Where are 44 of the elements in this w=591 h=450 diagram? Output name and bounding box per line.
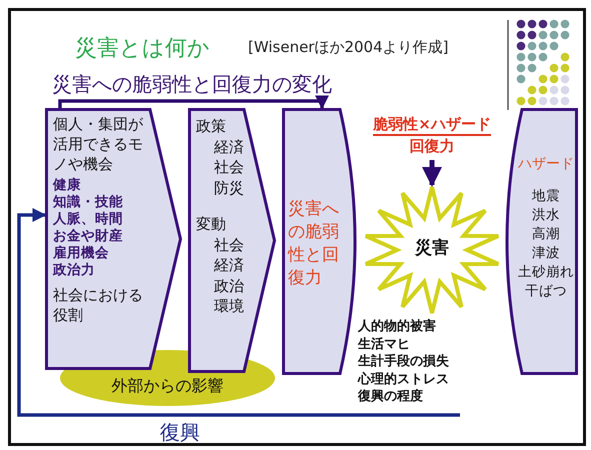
ellipse-label: 外部からの影響 bbox=[112, 376, 224, 396]
panel-text: 変動 bbox=[196, 214, 226, 234]
impact-text: 心理的ストレス bbox=[358, 370, 449, 388]
citation-note: [Wisenerほか2004より作成] bbox=[248, 38, 448, 57]
panel-text: 政策 bbox=[196, 116, 226, 136]
panel-text: 社会における役割 bbox=[53, 285, 144, 325]
panel-text: 洪水 bbox=[532, 206, 560, 225]
panel-text: 高潮 bbox=[532, 225, 560, 244]
edge-label: 復興 bbox=[160, 420, 200, 444]
panel-text: 津波 bbox=[532, 244, 560, 263]
impact-text: 生活マヒ bbox=[358, 336, 410, 352]
chevron-panel bbox=[188, 108, 276, 373]
panel-text: 政治力 bbox=[53, 262, 95, 279]
panel-text: 社会 bbox=[214, 157, 244, 178]
panel-text: お金や財産 bbox=[53, 228, 123, 245]
impact-text: 生計手段の損失 bbox=[358, 353, 449, 370]
formula-text: 脆弱性×ハザード bbox=[373, 114, 491, 136]
panel-text: 防災 bbox=[214, 178, 244, 198]
formula-text: 回復力 bbox=[410, 136, 454, 156]
edge-label: 災害への脆弱性と回復力の変化 bbox=[52, 72, 332, 96]
impact-text: 復興の程度 bbox=[358, 388, 423, 405]
panel-text: 社会 bbox=[214, 234, 244, 255]
panel-text: 地震 bbox=[532, 187, 560, 206]
panel-text: 雇用機会 bbox=[53, 245, 109, 262]
starburst bbox=[362, 185, 502, 315]
arrow bbox=[17, 208, 460, 417]
arrow bbox=[58, 95, 329, 110]
panel-text: 経済 bbox=[214, 136, 244, 157]
panel-text: 政治 bbox=[214, 276, 244, 296]
panel-text: 土砂崩れ bbox=[518, 263, 574, 282]
panel-text: 知識・技能 bbox=[53, 194, 123, 211]
arrow bbox=[422, 160, 442, 187]
burst-label: 災害 bbox=[415, 237, 449, 259]
chevron-panel bbox=[45, 108, 182, 370]
panel-text: 経済 bbox=[214, 255, 244, 276]
title: 災害とは何か bbox=[75, 35, 210, 63]
panel-text: 干ばつ bbox=[525, 282, 567, 301]
impact-text: 人的物的被害 bbox=[358, 318, 436, 335]
panel-text: ハザード bbox=[518, 155, 574, 174]
panel-text: 災害への脆弱性と回復力 bbox=[288, 198, 340, 290]
panel-text: 個人・集団が活用できるモノや機会 bbox=[53, 114, 144, 174]
panel-text: 健康 bbox=[53, 177, 81, 194]
panel-text: 環境 bbox=[214, 296, 244, 316]
panel-text: 人脈、時間 bbox=[53, 211, 123, 228]
